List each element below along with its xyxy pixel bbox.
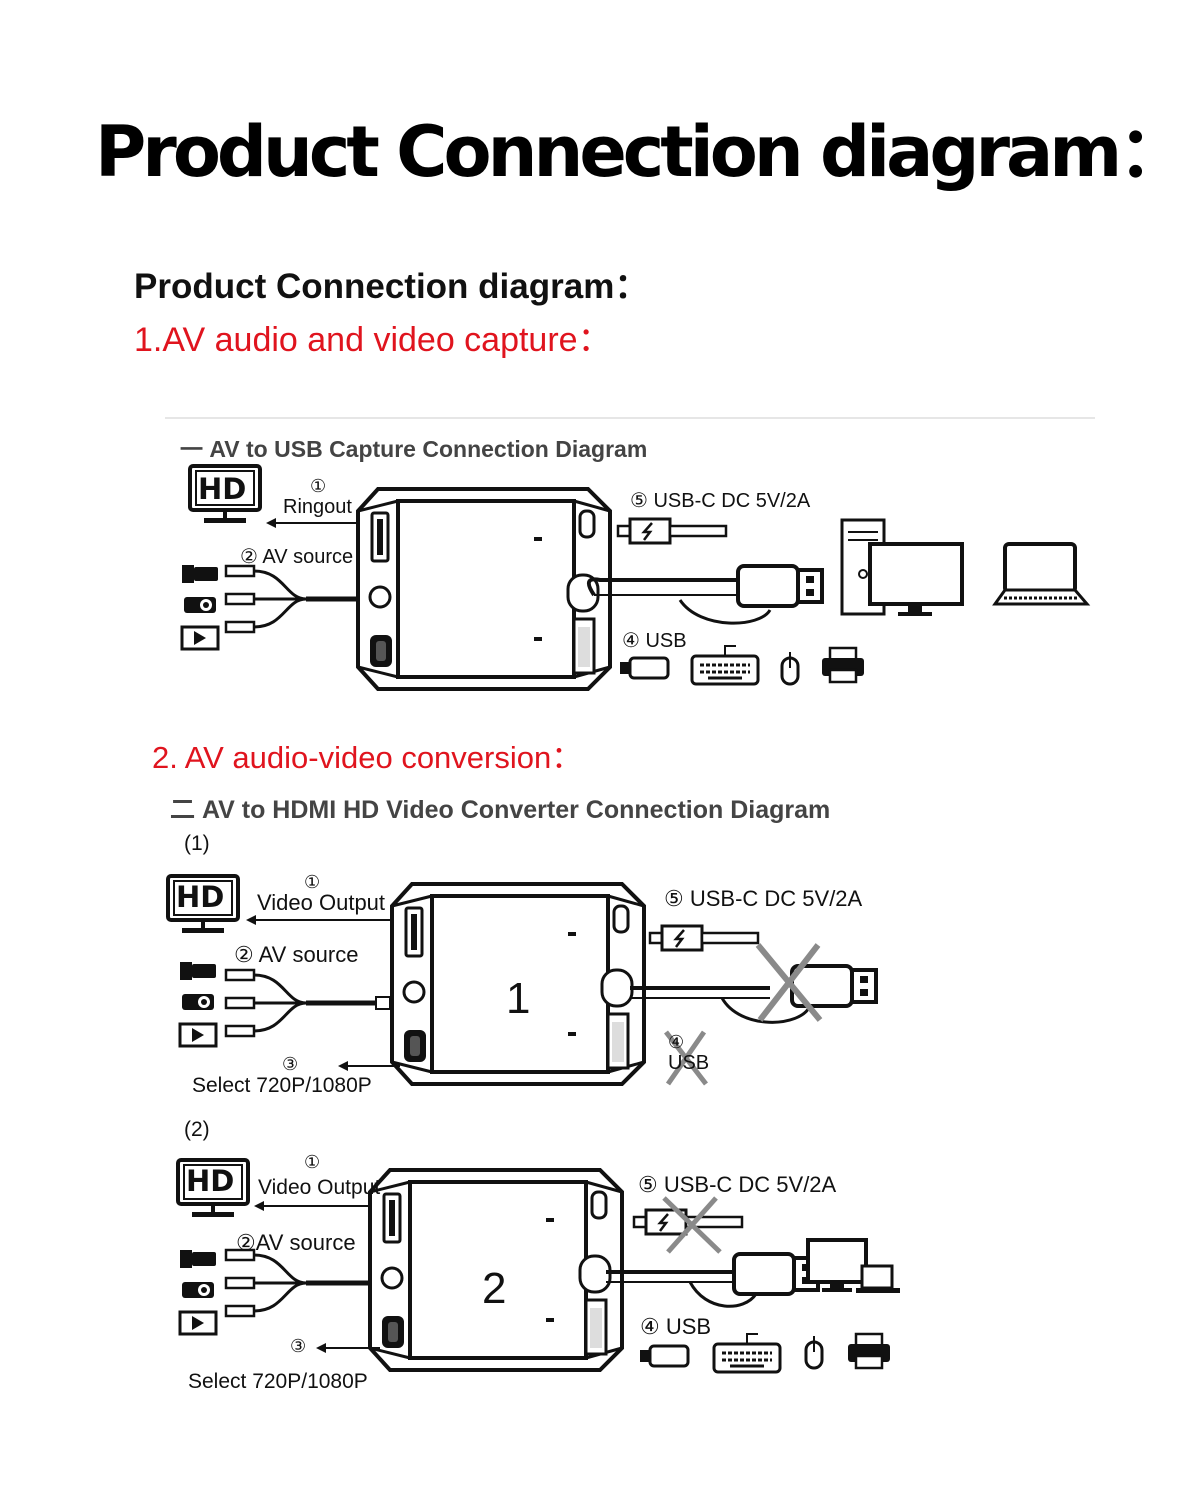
usb-label: ④ USB: [622, 630, 687, 652]
hd-label: HD: [186, 1164, 235, 1198]
mouse-icon: [780, 650, 800, 686]
select-number: ③: [290, 1336, 307, 1356]
usb-plug-icon: [736, 564, 824, 608]
video-output-number: ①: [304, 1152, 321, 1172]
desktop-pc-icon: [840, 518, 964, 616]
section1-diagram-title: 一 AV to USB Capture Connection Diagram: [180, 436, 648, 462]
select-resolution-label: Select 720P/1080P: [188, 1370, 368, 1393]
device-number: 2: [482, 1264, 507, 1313]
video-output-label: Video Output: [258, 1176, 381, 1199]
case2-tag: (2): [184, 1118, 210, 1141]
av-source-icons: [178, 960, 218, 1048]
ringout-label: Ringout: [283, 496, 352, 518]
keyboard-icon: [690, 644, 760, 686]
usb-flash-drive-icon: [618, 656, 670, 680]
hd-label: HD: [198, 472, 247, 506]
av-source-label: ② AV source: [240, 546, 354, 568]
unused-usb-cross-icon: [755, 943, 823, 1022]
usb-c-power-label: ⑤ USB-C DC 5V/2A: [638, 1172, 837, 1197]
usb-flash-drive-icon: [638, 1344, 690, 1368]
capture-device-icon: [356, 487, 612, 691]
laptop-icon: [992, 542, 1091, 606]
usb-c-power-label: ⑤ USB-C DC 5V/2A: [664, 886, 863, 911]
usb-number: ④: [668, 1032, 685, 1052]
usb-c-power-label: ⑤ USB-C DC 5V/2A: [630, 490, 811, 512]
section1-diagram: [180, 464, 1091, 691]
video-output-number: ①: [304, 872, 321, 892]
av-source-icons: [180, 563, 220, 651]
device-number: 1: [506, 974, 531, 1023]
page-title: Product Connection diagram：: [95, 111, 1188, 193]
section-subtitle: Product Connection diagram：: [134, 267, 650, 306]
usb-label: ④ USB: [640, 1314, 712, 1339]
usb-label: USB: [668, 1052, 710, 1074]
section1-heading: 1.AV audio and video capture：: [134, 321, 612, 359]
av-source-label: ②AV source: [236, 1230, 356, 1255]
select-resolution-label: Select 720P/1080P: [192, 1074, 372, 1097]
printer-icon: [846, 1332, 892, 1370]
select-number: ③: [282, 1054, 299, 1074]
keyboard-icon: [712, 1332, 782, 1374]
unused-power-cross-icon: [662, 1196, 722, 1254]
section2-diagram-title: 二 AV to HDMI HD Video Converter Connecti…: [170, 796, 831, 824]
usb-plug-icon: [732, 1252, 820, 1296]
video-output-label: Video Output: [257, 890, 386, 915]
mouse-icon: [804, 1334, 824, 1370]
case1-tag: (1): [184, 832, 210, 855]
ringout-number: ①: [310, 476, 327, 496]
rca-cable-icon: [226, 970, 390, 1036]
usb-c-power-plug-icon: [648, 924, 760, 952]
rca-cable-icon: [226, 1250, 390, 1316]
usb-c-power-plug-icon: [616, 517, 728, 545]
hd-label: HD: [176, 880, 225, 914]
section2-case1-diagram: [166, 874, 878, 1086]
av-source-icons: [178, 1248, 218, 1336]
printer-icon: [820, 646, 866, 684]
monitor-laptop-icon: [806, 1238, 900, 1293]
av-source-label: ② AV source: [234, 942, 359, 967]
section2-heading: 2. AV audio-video conversion：: [152, 740, 583, 775]
unused-port-cross-icon: [664, 1030, 708, 1086]
section2-case2-diagram: [176, 1158, 900, 1374]
